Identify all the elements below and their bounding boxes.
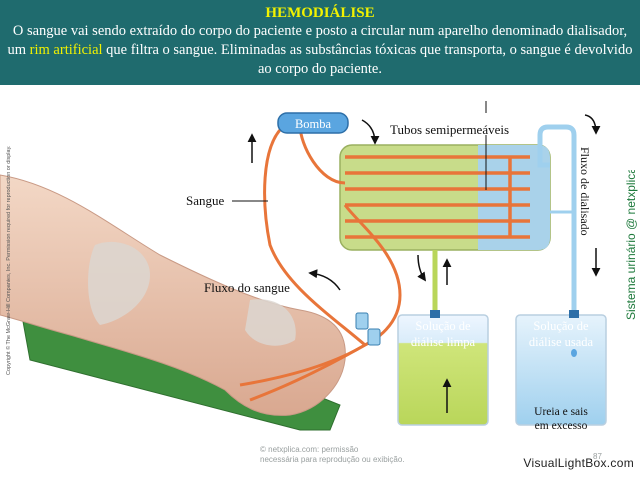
dialyzer <box>339 144 551 251</box>
watermark: VisualLightBox.com <box>523 456 634 470</box>
used-dialysate-tube <box>537 124 577 330</box>
fresh-bag-body <box>397 314 489 426</box>
used-dialysate-bag: Solução de diálise usada Ureia e sais em… <box>515 310 607 432</box>
description-part-2: que filtra o sangue. Eliminadas as subst… <box>102 42 633 77</box>
semipermeable-tubes <box>345 155 530 239</box>
tube-artery-out <box>263 123 366 347</box>
footer-line-2: necessária para reprodução ou exibição. <box>260 455 405 464</box>
arrow-dialysate-top <box>584 114 601 135</box>
page-number: 87 <box>593 452 602 461</box>
flow-arrows <box>247 114 601 413</box>
copyright-text: Copyright © The McGraw-Hill Companies, I… <box>5 145 12 375</box>
hemodialysis-diagram: Bomba Solução de diálise limpa Solução d… <box>0 101 607 432</box>
tubes-label: Tubos semipermeáveis <box>390 122 509 137</box>
site-side-text: Sistema urinário @ netxplica.com <box>624 170 638 320</box>
pump-body <box>277 112 349 134</box>
urea-label-2: em excesso <box>535 420 588 432</box>
pump-label: Bomba <box>295 117 332 131</box>
dialysate-flow-label: Fluxo de dialisado <box>578 147 592 236</box>
header-banner: HEMODIÁLISE O sangue vai sendo extraído … <box>0 0 640 85</box>
arm-skin <box>0 174 346 416</box>
arrow-fresh-in <box>417 254 427 282</box>
used-bag-body <box>515 314 607 426</box>
used-bag-cap <box>569 310 579 318</box>
description-part-1: O sangue vai sendo extraído do corpo do … <box>7 23 628 58</box>
arrow-blood-flow <box>308 269 341 291</box>
site-text: Sistema urinário @ netxplica.com <box>624 170 638 320</box>
patient-arm <box>0 174 346 431</box>
drip-drop <box>571 349 577 357</box>
blood-label: Sangue <box>186 193 225 208</box>
pump: Bomba <box>277 112 349 134</box>
fresh-bag-label-1: Solução de <box>415 319 471 333</box>
connector-2 <box>367 328 381 346</box>
arm-bandage <box>88 241 150 325</box>
page-title: HEMODIÁLISE <box>265 5 375 21</box>
tube-to-wrist <box>249 343 366 402</box>
copyright-side-text: Copyright © The McGraw-Hill Companies, I… <box>5 145 12 375</box>
arrow-pump-to-dialyzer <box>361 119 380 145</box>
description-text: O sangue vai sendo extraído do corpo do … <box>0 22 640 79</box>
urea-label-1: Ureia e sais <box>534 406 588 418</box>
fresh-bag-label-2: diálise limpa <box>411 335 476 349</box>
fresh-dialysate-bag: Solução de diálise limpa <box>397 310 489 426</box>
used-bag-label-2: diálise usada <box>529 335 594 349</box>
tube-vein-return <box>239 204 402 387</box>
blood-flow-label: Fluxo do sangue <box>204 280 290 295</box>
wrist-bandage <box>245 299 296 346</box>
footer-copyright: © netxplica.com: permissão necessária pa… <box>260 445 405 465</box>
catheter-connectors <box>355 312 381 346</box>
fresh-bag-cap <box>430 310 440 318</box>
footer-line-1: © netxplica.com: permissão <box>260 445 359 454</box>
leader-lines <box>232 101 487 202</box>
highlight-rim-artificial: rim artificial <box>29 42 103 58</box>
used-bag-label-1: Solução de <box>533 319 589 333</box>
connector-1 <box>355 312 369 330</box>
